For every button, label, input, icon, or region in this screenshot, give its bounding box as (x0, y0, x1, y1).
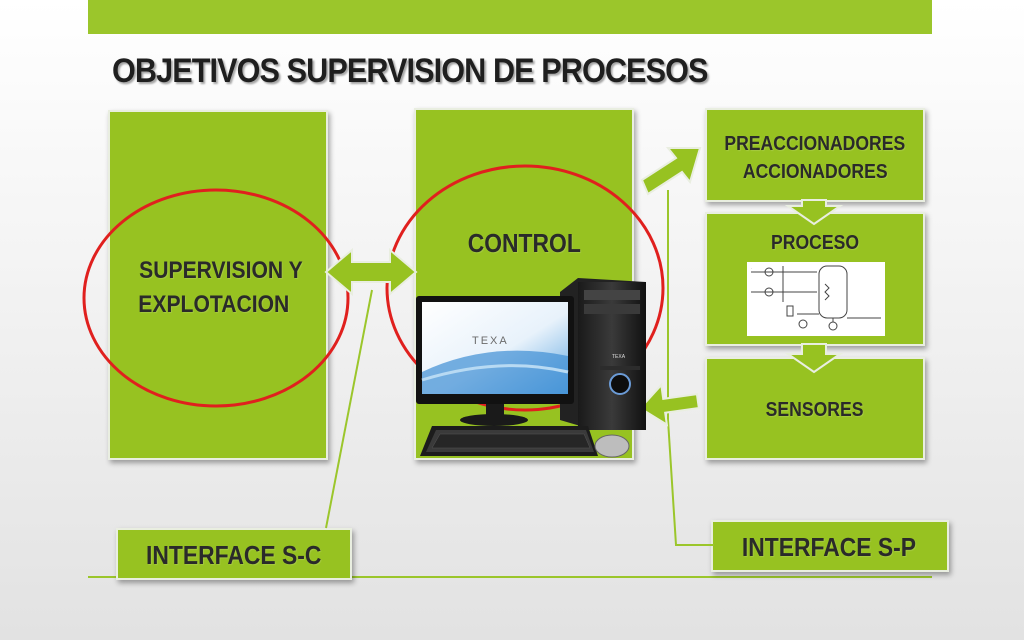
proceso-label-text: PROCESO (770, 232, 860, 254)
interface-sp-box: INTERFACE S-P (711, 520, 949, 572)
pc-mouse (594, 434, 630, 458)
preaccionadores-label-line2: ACCIONADORES (742, 161, 888, 183)
supervision-box: SUPERVISION Y EXPLOTACION (108, 110, 328, 460)
supervision-label-line2: EXPLOTACION (138, 291, 290, 318)
interface-sc-label: INTERFACE S-C (118, 540, 350, 571)
control-highlight-circle (385, 164, 665, 412)
supervision-label: SUPERVISION Y EXPLOTACION (128, 254, 314, 322)
top-accent-bar (88, 0, 932, 34)
arrow-to-preaccionadores (640, 147, 702, 196)
interface-sc-box: INTERFACE S-C (116, 528, 352, 580)
control-label: CONTROL (416, 228, 632, 259)
preaccionadores-label-line1: PREACCIONADORES (724, 133, 906, 155)
sensores-box: SENSORES (705, 357, 925, 460)
svg-text:.: . (751, 265, 752, 270)
interface-sc-label-text: INTERFACE S-C (146, 540, 322, 570)
supervision-label-line1: SUPERVISION Y (139, 257, 303, 284)
sensores-label-text: SENSORES (766, 399, 864, 421)
process-schematic-image: . (747, 262, 885, 336)
preaccionadores-label: PREACCIONADORES ACCIONADORES (707, 130, 923, 186)
pc-keyboard (420, 426, 598, 456)
interface-sc-connector (325, 289, 373, 529)
interface-sp-label-text: INTERFACE S-P (741, 532, 917, 562)
preaccionadores-box: PREACCIONADORES ACCIONADORES (705, 108, 925, 202)
computer-illustration: TEXA TEXA (416, 278, 646, 458)
proceso-box: PROCESO . (705, 212, 925, 346)
bidirectional-arrow (324, 247, 418, 297)
pc-monitor: TEXA (416, 296, 574, 426)
interface-sp-connector (667, 190, 714, 546)
arrow-down-to-sensores (784, 343, 844, 374)
control-label-text: CONTROL (467, 228, 581, 258)
interface-sp-label: INTERFACE S-P (713, 532, 945, 563)
bottom-accent-line (88, 576, 932, 578)
process-schematic-icon: . (751, 265, 881, 331)
sensores-label: SENSORES (707, 399, 923, 422)
arrow-down-to-proceso (784, 199, 844, 226)
monitor-brand-text: TEXA (472, 335, 509, 347)
tower-brand-text: TEXA (612, 354, 626, 360)
arrow-from-sensores (638, 382, 700, 427)
supervision-highlight-circle (82, 188, 350, 408)
proceso-label: PROCESO (707, 232, 923, 255)
page-title: OBJETIVOS SUPERVISION DE PROCESOS (112, 52, 708, 90)
pc-tower: TEXA (560, 278, 646, 430)
